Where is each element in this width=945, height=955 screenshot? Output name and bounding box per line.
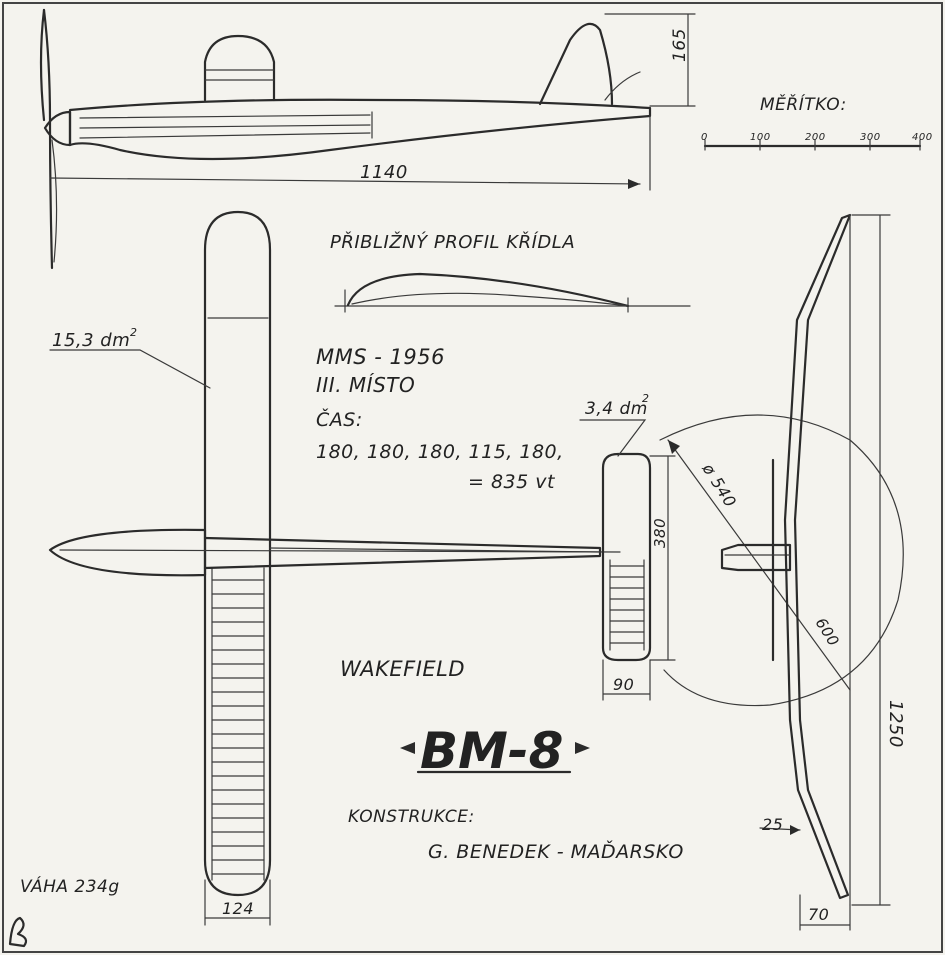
root-width-label: 70 [808, 905, 829, 924]
stab-span-dim [649, 455, 676, 661]
stabilizer-ribs [609, 565, 645, 644]
wing-pylon [203, 34, 276, 102]
fuselage-front [720, 543, 792, 572]
stab-span-label: 380 [651, 518, 669, 548]
fuselage-boom-top [203, 536, 602, 570]
dim-line-length [49, 177, 641, 185]
fin-height-label: 165 [670, 28, 690, 62]
fuselage-side [68, 98, 652, 161]
fuselage-line [79, 124, 371, 129]
profile-title: PŘIBLIŽNÝ PROFIL KŘÍDLA [330, 231, 575, 253]
propeller-blade [42, 8, 54, 270]
propeller-edge-lower [51, 139, 58, 263]
scale-bar [703, 139, 922, 151]
scale-tick-100: 100 [750, 132, 771, 143]
arrow [790, 825, 800, 835]
profile-upper [346, 272, 630, 308]
fuselage-line [269, 547, 601, 553]
stab-chord-label: 90 [613, 675, 634, 694]
prop-diameter-label: ø 540 [698, 459, 740, 511]
fuselage-line [79, 114, 371, 119]
wing-top-view [49, 210, 272, 926]
fuselage-nose-top [48, 528, 207, 577]
prop-diameter-line [667, 439, 851, 691]
stabilizer-outline [601, 452, 652, 662]
wing-front-view [783, 213, 852, 900]
side-length-label: 1140 [360, 162, 408, 183]
contest-event: MMS - 1956 [316, 345, 445, 369]
fin-stay [604, 71, 641, 101]
nose-spinner [43, 110, 72, 147]
airfoil-profile [334, 272, 691, 313]
scale-tick-400: 400 [912, 132, 933, 143]
scale-title: MĚŘÍTKO: [760, 93, 847, 115]
propeller-disc [659, 414, 904, 707]
arrow [628, 179, 640, 189]
constructor-name: G. BENEDEK - MAĎARSKO [428, 840, 684, 863]
profile-lower [351, 292, 629, 307]
fuselage-line [79, 132, 371, 139]
wing-chord-dim [204, 879, 271, 926]
contest-place: III. MÍSTO [316, 373, 415, 397]
contest-times: 180, 180, 180, 115, 180, [316, 441, 564, 463]
scale-tick-300: 300 [860, 132, 881, 143]
fuselage-top-view [48, 528, 621, 577]
root-width-dim [799, 894, 851, 931]
signature-mark [8, 916, 28, 948]
dim-line-fin [604, 13, 696, 107]
stabilizer-top-view [579, 419, 676, 701]
contest-total: = 835 vt [468, 471, 556, 493]
stab-chord-dim [602, 659, 651, 701]
wing-chord-label: 124 [222, 899, 254, 918]
stab-spars [609, 559, 645, 651]
constructor-label: KONSTRUKCE: [348, 807, 475, 827]
propeller-edge [39, 8, 46, 122]
tail-fin [538, 22, 614, 106]
wing-outline [203, 210, 272, 897]
model-class: WAKEFIELD [340, 657, 465, 681]
weight-label: VÁHA 234g [20, 875, 120, 897]
wing-area-sup: 2 [130, 326, 138, 339]
stab-area-leader [579, 419, 647, 457]
stab-area-sup: 2 [642, 392, 650, 405]
span-label: 1250 [885, 700, 906, 748]
stab-area-label: 3,4 dm [585, 399, 648, 419]
tip-chord-label: 25 [762, 815, 783, 834]
contest-time-label: ČAS: [316, 407, 363, 431]
span-dim [851, 214, 891, 906]
model-name: BM-8 [420, 722, 563, 780]
pylon-lines [204, 69, 275, 81]
side-view [39, 8, 696, 270]
scale-tick-0: 0 [701, 132, 708, 143]
scale-ticks [704, 139, 921, 151]
front-view [659, 213, 904, 931]
scale-tick-200: 200 [805, 132, 826, 143]
wing-area-label: 15,3 dm [52, 330, 130, 351]
wing-ribs [211, 579, 265, 875]
wing-area-leader [49, 349, 211, 389]
wing-spars [211, 567, 265, 881]
arrow [668, 440, 680, 454]
